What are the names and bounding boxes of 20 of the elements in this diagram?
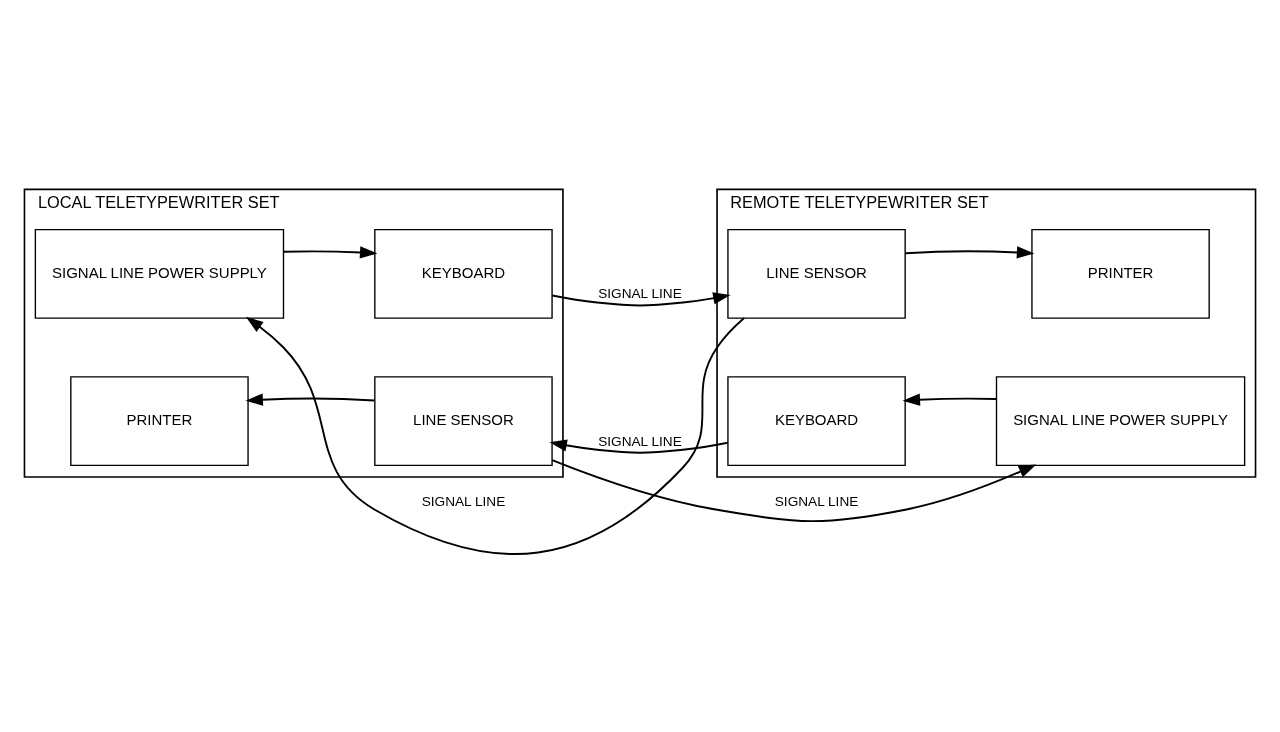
node-box: PRINTER [1031, 228, 1210, 319]
node-box: SIGNAL LINE POWER SUPPLY [34, 228, 285, 319]
arrow [902, 393, 998, 406]
node-box: KEYBOARD [374, 228, 553, 319]
edge-label: SIGNAL LINE [421, 493, 506, 509]
arrow [551, 291, 731, 306]
edge-label: SIGNAL LINE [774, 493, 859, 509]
edge-label: SIGNAL LINE [598, 285, 682, 301]
arrow [904, 245, 1035, 259]
arrow [551, 458, 1037, 522]
node-box: LINE SENSOR [374, 375, 553, 466]
node-box: KEYBOARD [727, 375, 906, 466]
arrow [282, 245, 378, 259]
arrow [245, 393, 376, 406]
arrow [549, 438, 729, 454]
node-box: LINE SENSOR [727, 228, 906, 319]
node-box: SIGNAL LINE POWER SUPPLY [995, 375, 1246, 466]
node-box: PRINTER [70, 375, 249, 466]
edge-label: SIGNAL LINE [598, 433, 682, 449]
arrow [245, 316, 745, 555]
